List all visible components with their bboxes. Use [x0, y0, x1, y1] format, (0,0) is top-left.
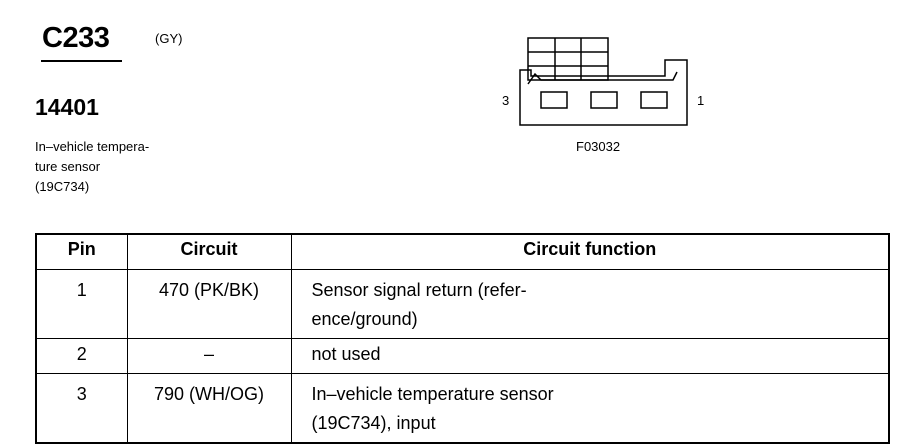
- connector-color: (GY): [155, 31, 183, 46]
- pinout-table: Pin Circuit Circuit function 1 470 (PK/B…: [35, 233, 890, 444]
- table-header-row: Pin Circuit Circuit function: [35, 233, 890, 270]
- connector-id-underline: [41, 60, 122, 62]
- connector-face-diagram: [519, 37, 688, 126]
- header-pin: Pin: [35, 233, 128, 270]
- terminal-cavity-2: [590, 91, 618, 109]
- pin-cell: 1: [35, 269, 128, 339]
- function-line: Sensor signal return (refer-: [311, 280, 527, 300]
- circuit-cell: 470 (PK/BK): [126, 269, 292, 339]
- component-number: 14401: [35, 94, 99, 120]
- function-cell: not used: [290, 338, 890, 374]
- component-description-line: ture sensor: [35, 159, 101, 174]
- pin-label-left: 3: [502, 93, 510, 108]
- header-circuit: Circuit: [126, 233, 292, 270]
- function-line: not used: [311, 344, 381, 364]
- function-cell: Sensor signal return (refer- ence/ground…: [290, 269, 890, 339]
- function-line: (19C734), input: [311, 413, 436, 433]
- table-row: 3 790 (WH/OG) In–vehicle temperature sen…: [35, 373, 890, 444]
- pin-label-right: 1: [697, 93, 705, 108]
- connector-id: C233: [42, 22, 110, 54]
- connector-housing: [519, 59, 688, 126]
- component-description: In–vehicle tempera- ture sensor (19C734): [35, 137, 149, 197]
- component-description-line: (19C734): [35, 179, 90, 194]
- table-row: 1 470 (PK/BK) Sensor signal return (refe…: [35, 269, 890, 339]
- circuit-cell: –: [126, 338, 292, 374]
- terminal-cavity-1: [640, 91, 668, 109]
- header-circuit-function: Circuit function: [290, 233, 890, 270]
- component-description-line: In–vehicle tempera-: [35, 139, 150, 154]
- pin-cell: 2: [35, 338, 128, 374]
- function-cell: In–vehicle temperature sensor (19C734), …: [290, 373, 890, 444]
- terminal-cavity-3: [540, 91, 568, 109]
- table-row: 2 – not used: [35, 338, 890, 374]
- locking-tab: [527, 37, 609, 81]
- function-line: In–vehicle temperature sensor: [311, 384, 554, 404]
- function-line: ence/ground): [311, 309, 418, 329]
- pin-cell: 3: [35, 373, 128, 444]
- circuit-cell: 790 (WH/OG): [126, 373, 292, 444]
- diagram-code: F03032: [576, 139, 621, 154]
